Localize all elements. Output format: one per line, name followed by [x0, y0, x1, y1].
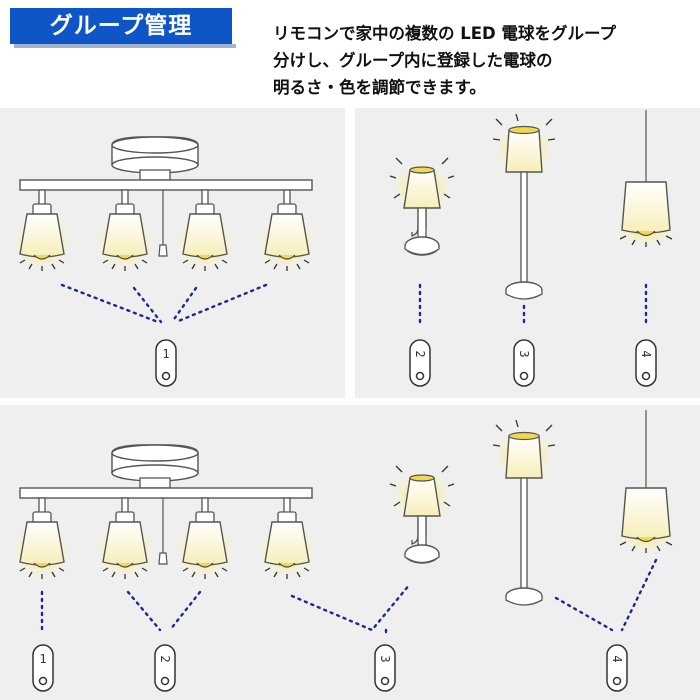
title-badge-shadow	[14, 44, 236, 48]
description-line-3: 明るさ・色を調節できます。	[273, 78, 486, 97]
remote-top-3	[513, 339, 535, 387]
table-lamp-bottom	[389, 465, 455, 564]
page-title: グループ管理	[10, 8, 232, 44]
remote-top-4	[635, 339, 657, 387]
ceiling-fixture-top	[11, 136, 318, 272]
group-links-bottom	[40, 558, 658, 634]
remote-top-4-label: 4	[639, 350, 653, 357]
remote-bottom-2	[154, 644, 176, 692]
description-line-1: リモコンで家中の複数の LED 電球をグループ	[273, 24, 616, 43]
remote-top-2-label: 2	[413, 350, 427, 357]
description: リモコンで家中の複数の LED 電球をグループ 分けし、グループ内に登録した電球…	[273, 20, 693, 101]
remote-top-3-label: 3	[517, 350, 531, 357]
remote-bottom-4	[606, 644, 628, 692]
remote-bottom-3-label: 3	[378, 655, 392, 662]
title-badge: グループ管理	[0, 0, 238, 58]
ceiling-fixture-bottom	[11, 444, 318, 580]
remote-bottom-4-label: 4	[610, 655, 624, 662]
floor-lamp-top	[492, 113, 556, 300]
floor-lamp-bottom	[492, 419, 556, 606]
remote-top-2	[409, 339, 431, 387]
remote-bottom-1-label: 1	[39, 652, 46, 666]
pendant-bottom	[615, 410, 677, 554]
remote-bottom-2-label: 2	[158, 655, 172, 662]
table-lamp-top	[389, 157, 455, 256]
group-links-top-right	[418, 283, 648, 327]
pendant-top	[615, 110, 677, 248]
remote-top-1-label: 1	[162, 347, 169, 361]
description-line-2: 分けし、グループ内に登録した電球の	[273, 51, 553, 70]
group-1-links-top	[60, 283, 268, 324]
remote-bottom-3	[374, 644, 396, 692]
